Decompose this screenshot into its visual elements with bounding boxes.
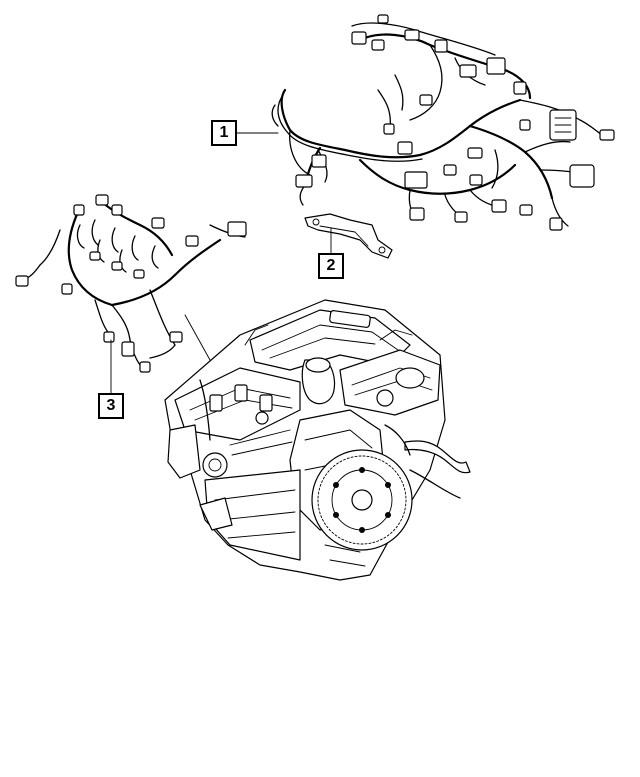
callout-1[interactable]: 1: [211, 120, 237, 146]
mounting-bracket: [304, 213, 393, 259]
leader-lines: [110, 132, 332, 394]
callout-3[interactable]: 3: [98, 393, 124, 419]
callout-2[interactable]: 2: [318, 253, 344, 279]
main-wiring-harness: [271, 14, 615, 231]
engine-assembly: [164, 299, 471, 581]
engine-wiring-harness: [15, 194, 247, 373]
